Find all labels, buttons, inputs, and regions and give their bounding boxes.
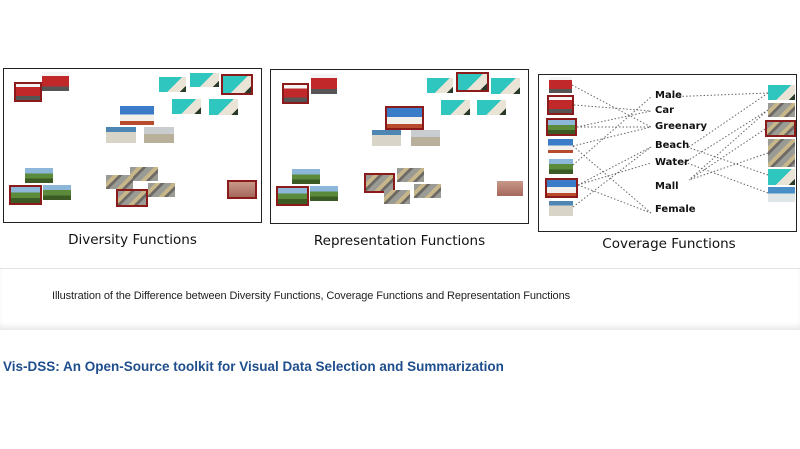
image-thumbnail-greenery	[25, 168, 53, 183]
image-thumbnail-beach	[159, 77, 186, 92]
image-thumbnail-sand	[106, 127, 136, 143]
image-thumbnail-mall	[414, 184, 441, 198]
image-thumbnail-shore	[411, 130, 440, 146]
figure-caption: Illustration of the Difference between D…	[52, 290, 570, 302]
image-thumbnail-beach	[209, 99, 238, 115]
image-thumbnail-beach-person-selected	[385, 106, 424, 130]
diversity-caption: Diversity Functions	[68, 232, 197, 248]
image-thumbnail-greenery	[310, 186, 338, 201]
caption-band	[0, 268, 800, 330]
image-thumbnail-greenery-selected	[276, 186, 309, 206]
image-thumbnail-beach	[477, 100, 506, 115]
image-thumbnail-car	[549, 77, 572, 93]
image-thumbnail-beach	[172, 99, 201, 114]
coverage-panel: Male Car Greenary Beach Water Mall Femal…	[538, 74, 797, 232]
image-thumbnail-mall	[768, 139, 795, 167]
image-thumbnail-mall-selected	[116, 189, 148, 207]
image-thumbnail-beach	[427, 78, 453, 93]
image-thumbnail-mall	[130, 167, 158, 181]
image-thumbnail-sand	[549, 201, 573, 216]
representation-caption: Representation Functions	[313, 233, 486, 249]
image-thumbnail-greenery	[549, 159, 573, 174]
image-thumbnail-beach-selected	[456, 72, 489, 92]
image-thumbnail-car-selected	[547, 95, 574, 115]
image-thumbnail-beach	[768, 169, 795, 185]
concept-label-car: Car	[655, 105, 675, 116]
image-thumbnail-beach-person	[548, 139, 573, 153]
concept-label-greenary: Greenary	[655, 121, 708, 132]
image-thumbnail-mall	[768, 103, 795, 117]
image-thumbnail-sea	[768, 187, 795, 202]
image-thumbnail-beach-person-selected	[545, 178, 578, 198]
image-thumbnail-beach-selected	[221, 74, 253, 95]
image-thumbnail-mall-selected	[364, 173, 395, 193]
image-thumbnail-sand	[372, 130, 401, 146]
concept-label-female: Female	[655, 204, 696, 215]
image-thumbnail-greenery-selected	[546, 118, 577, 136]
image-thumbnail-greenery-selected	[9, 185, 42, 205]
image-thumbnail-mall	[106, 175, 133, 189]
concept-label-mall: Mall	[655, 181, 679, 192]
image-thumbnail-car	[42, 72, 69, 91]
image-thumbnail-greenery	[43, 185, 71, 200]
representation-panel	[270, 69, 529, 224]
image-thumbnail-car-selected	[14, 82, 42, 102]
image-thumbnail-beach	[190, 73, 219, 87]
image-thumbnail-car-selected	[282, 83, 309, 104]
concept-label-beach: Beach	[655, 140, 690, 151]
section-title-link[interactable]: Vis-DSS: An Open-Source toolkit for Visu…	[3, 359, 504, 374]
image-thumbnail-beach	[768, 85, 795, 100]
image-thumbnail-greenery	[292, 169, 320, 184]
image-thumbnail-mall	[148, 183, 175, 197]
image-thumbnail-mall	[397, 168, 424, 182]
image-thumbnail-mall	[384, 190, 410, 204]
image-thumbnail-hand	[497, 181, 523, 196]
image-thumbnail-mall-selected	[765, 120, 796, 137]
image-thumbnail-beach	[441, 100, 470, 115]
coverage-caption: Coverage Functions	[602, 236, 736, 252]
image-thumbnail-hand-selected	[227, 180, 257, 199]
image-thumbnail-shore	[144, 127, 174, 143]
image-thumbnail-beach-person	[120, 106, 154, 125]
concept-label-male: Male	[655, 90, 682, 101]
figure-illustration: Diversity Functions Representation Funct…	[3, 68, 797, 252]
concept-label-water: Water	[655, 157, 689, 168]
image-thumbnail-beach	[491, 78, 520, 94]
image-thumbnail-car	[311, 74, 337, 94]
diversity-panel	[3, 68, 262, 223]
